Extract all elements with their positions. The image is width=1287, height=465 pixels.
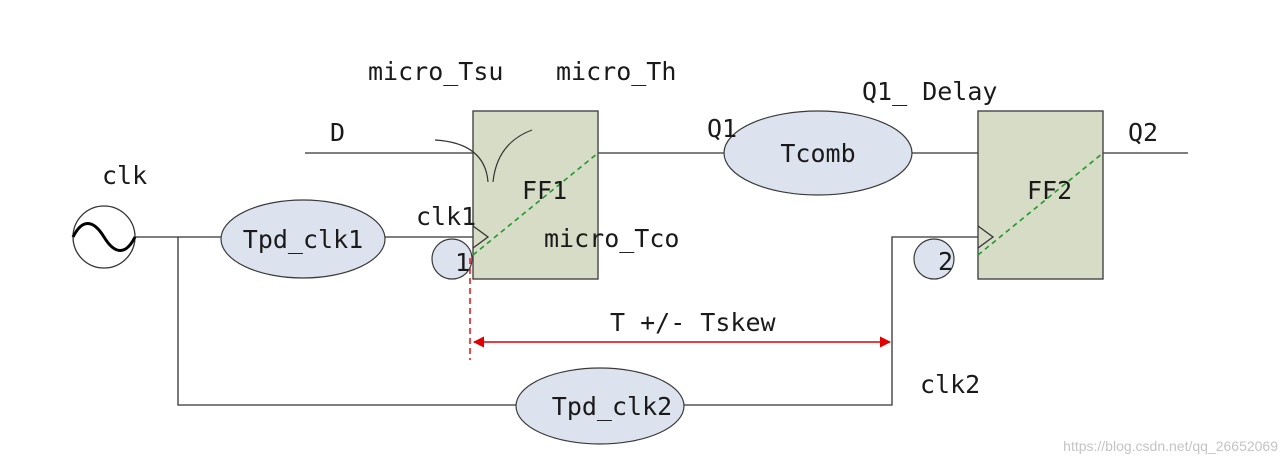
clk1-label: clk1 (416, 202, 476, 231)
marker-1-circle (431, 238, 473, 280)
tpd-clk2-label: Tpd_clk2 (552, 392, 672, 421)
q1-label: Q1 (707, 114, 737, 143)
q2-label: Q2 (1128, 118, 1158, 147)
ff2-block (977, 110, 1104, 280)
ff2-clock-triangle (977, 225, 995, 249)
ff1-label: FF1 (522, 176, 567, 205)
tpd-clk2-ellipse (515, 367, 685, 445)
clk-label: clk (102, 161, 147, 190)
tcomb-label: Tcomb (780, 139, 855, 168)
tcomb-ellipse (723, 110, 913, 196)
ff2-label: FF2 (1027, 176, 1072, 205)
marker-2-label: 2 (938, 247, 953, 276)
sine-wave-source-icon (71, 205, 137, 269)
tpd-clk1-label: Tpd_clk1 (243, 225, 363, 254)
clk2-label: clk2 (920, 370, 980, 399)
ff1-block (434, 110, 599, 280)
setup-curve (434, 139, 489, 183)
tpd-clk1-ellipse (220, 199, 386, 279)
watermark-text: https://blog.csdn.net/qq_26652069 (1063, 438, 1278, 454)
micro-th-label: micro_Th (556, 57, 676, 86)
hold-curve (492, 129, 533, 183)
q1-delay-label: Q1_ Delay (862, 77, 997, 106)
micro-tco-label: micro_Tco (544, 224, 679, 253)
micro-tsu-label: micro_Tsu (368, 57, 503, 86)
ff1-clock-triangle (472, 225, 490, 249)
marker-1-label: 1 (455, 248, 470, 277)
clk2-wire (684, 236, 978, 406)
clk2-branch-wire (177, 237, 516, 406)
marker-2-circle (913, 238, 955, 280)
d-label: D (330, 118, 345, 147)
t-skew-label: T +/- Tskew (610, 308, 777, 337)
